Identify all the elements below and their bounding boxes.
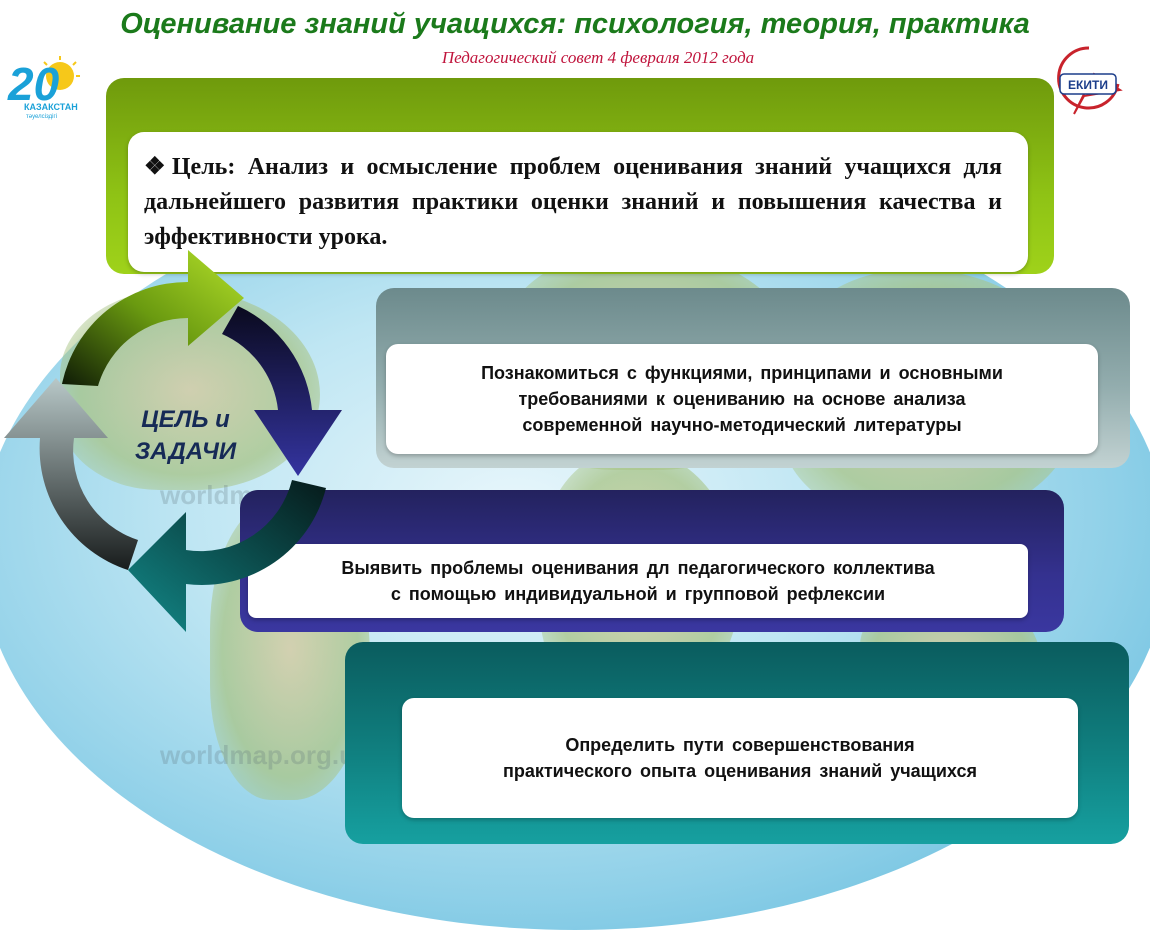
goal-card: ❖Цель: Анализ и осмысление проблем оцени… (128, 132, 1028, 272)
diamond-bullet-icon: ❖ (144, 153, 172, 180)
task-2-line-2: с помощью индивидуальной и групповой реф… (390, 584, 886, 604)
page-subtitle: Педагогический совет 4 февраля 2012 года (441, 48, 755, 67)
goal-statement: ❖Цель: Анализ и осмысление проблем оцени… (128, 150, 1028, 255)
kazakhstan-20-years-emblem-icon: 20 КАЗАКСТАН тәуелсіздігі (0, 52, 92, 122)
task-3-line-2: практического опыта оценивания знаний уч… (502, 761, 977, 781)
task-1-line-1: Познакомиться с функциями, принципами и … (481, 363, 1003, 383)
ekiti-institute-logo-icon: ЕКИТИ (1054, 44, 1124, 124)
task-3-text: Определить пути совершенствования практи… (503, 732, 977, 784)
watermark-text: worldmap.org.ua (160, 740, 370, 770)
task-1-line-2: требованиями к оцениванию на основе анал… (518, 389, 966, 409)
task-2-text: Выявить проблемы оценивания дл педагогич… (341, 555, 934, 607)
goal-text: Цель: Анализ и осмысление проблем оценив… (144, 153, 1003, 250)
arrow-green-icon (62, 250, 244, 386)
logo-left-text-bottom: тәуелсіздігі (26, 114, 57, 120)
cycle-label-line-1: ЦЕЛЬ и (141, 406, 230, 433)
task-3-card: Определить пути совершенствования практи… (402, 698, 1078, 818)
cycle-arrows (4, 250, 342, 632)
task-2-line-1: Выявить проблемы оценивания дл педагогич… (341, 558, 935, 578)
page-title: Оценивание знаний учащихся: психология, … (120, 8, 1030, 40)
task-1-line-3: современной научно-методический литерату… (522, 415, 962, 435)
arrow-blue-icon (222, 306, 342, 476)
cycle-label: ЦЕЛЬ и ЗАДАЧИ (118, 404, 253, 468)
cycle-label-line-2: ЗАДАЧИ (134, 438, 237, 465)
svg-text:20: 20 (7, 58, 60, 110)
arrow-gray-icon (4, 378, 138, 570)
task-2-card: Выявить проблемы оценивания дл педагогич… (248, 544, 1028, 618)
task-1-text: Познакомиться с функциями, принципами и … (481, 360, 1003, 438)
task-1-card: Познакомиться с функциями, принципами и … (386, 344, 1098, 454)
logo-right-text: ЕКИТИ (1068, 78, 1108, 92)
arrow-teal-icon (128, 480, 326, 632)
task-3-line-1: Определить пути совершенствования (565, 735, 915, 755)
logo-left-text-top: КАЗАКСТАН (24, 102, 78, 112)
